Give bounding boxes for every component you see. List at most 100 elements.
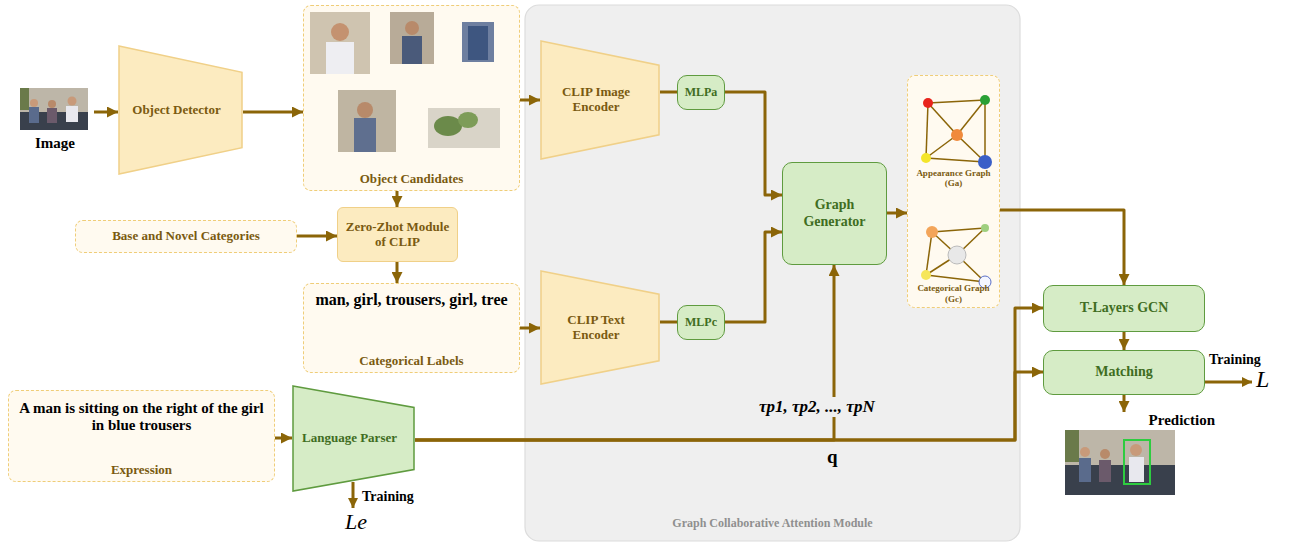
flow-arrow — [243, 111, 303, 114]
illustration-part — [405, 21, 419, 35]
trapezoid-shape — [541, 271, 659, 384]
illustration-part — [390, 12, 434, 64]
node-text: Image — [35, 135, 75, 152]
candidates-box: Object Candidates — [303, 5, 520, 191]
label-holder: τp1, τp2, ..., τpN — [756, 397, 878, 417]
gcn-box: T-Layers GCN — [1043, 285, 1205, 332]
node-text: Graph Collaborative Attention Module — [672, 517, 872, 531]
node-text: CLIP Image Encoder — [548, 85, 644, 115]
module-panel-ground — [525, 5, 1020, 541]
illustration-part — [331, 23, 349, 41]
illustration-part — [30, 99, 38, 107]
node-text: Prediction — [1149, 412, 1215, 429]
illustration-part — [926, 226, 938, 238]
illustration-part — [462, 22, 494, 62]
candidates-ground — [303, 5, 520, 191]
illustration-part — [980, 95, 990, 105]
illustration-part — [921, 270, 931, 280]
node-text: Categorical Labels — [359, 354, 463, 369]
illustration-part — [354, 118, 376, 152]
trapezoid-shape — [293, 386, 414, 491]
illustration-part — [338, 90, 396, 152]
illustration-part — [1065, 430, 1079, 462]
flow-arrow — [520, 99, 540, 102]
node-text: Language Parser — [302, 431, 397, 446]
flow-arrow — [1000, 210, 1124, 285]
loss-symbol: Le — [345, 509, 367, 534]
illustration-part — [357, 102, 373, 118]
appearance-graph — [921, 95, 992, 169]
node-text: Object Detector — [132, 103, 220, 118]
flow-arrow — [660, 321, 677, 324]
illustration-part — [921, 153, 931, 163]
node-text: Expression — [111, 463, 172, 478]
label-holder: q — [827, 446, 838, 468]
illustration-part — [48, 100, 56, 108]
flow-arrow — [887, 212, 907, 215]
illustration-part — [20, 88, 29, 110]
graph-box-ground — [907, 75, 1000, 308]
illustration-part — [468, 26, 488, 60]
illustration-part — [1099, 460, 1111, 482]
flow-arrow — [1123, 395, 1126, 412]
detector-trapezoid: Object Detector — [118, 45, 243, 175]
flow-arrow — [415, 372, 1043, 440]
graph-box: Appearance Graph (Ga) Categorical Graph (… — [907, 75, 1000, 308]
node-text: T-Layers GCN — [1080, 300, 1169, 316]
illustration-part — [984, 100, 986, 162]
illustration-part — [978, 155, 992, 169]
parser-trapezoid: Language Parser — [292, 385, 415, 492]
label-holder: L — [1256, 366, 1269, 394]
illustration-part — [326, 42, 354, 74]
illustration-part — [928, 103, 957, 135]
annotation-label: q — [827, 446, 838, 468]
mlp-box: MLPa — [677, 75, 725, 110]
mlp-box: MLPc — [677, 305, 725, 340]
loss-symbol: L — [1256, 366, 1269, 394]
flow-arrow — [725, 92, 782, 195]
node-text: Base and Novel Categories — [112, 229, 260, 244]
flow-arrow — [297, 235, 337, 238]
input-image: Image — [16, 86, 94, 152]
encoder-trapezoid: CLIP Text Encoder — [540, 270, 660, 385]
flow-arrow — [94, 111, 118, 114]
illustration-part — [68, 97, 77, 106]
node-text: Zero-Zhot Module of CLIP — [344, 220, 451, 250]
candidate-crops — [310, 12, 500, 152]
flow-arrow — [520, 327, 540, 330]
training-arrow — [352, 482, 355, 508]
illustration-part — [981, 224, 989, 232]
node-text: Categorical Graph (Gc) — [910, 283, 997, 304]
illustration-part — [1124, 440, 1150, 484]
labels-box: man, girl, trousers, girl, treeCategoric… — [303, 283, 520, 373]
label-holder: Training — [362, 489, 414, 505]
flow-arrow — [396, 191, 399, 207]
node-text: Appearance Graph (Ga) — [910, 168, 997, 189]
illustration-part — [1129, 457, 1144, 482]
node-text: MLPa — [685, 86, 718, 100]
illustration-part — [20, 88, 88, 130]
generator-box: Graph Generator — [782, 162, 887, 265]
illustration-part — [1065, 430, 1175, 495]
illustration-part — [47, 108, 57, 123]
input-photo — [20, 88, 88, 130]
process-box: Zero-Zhot Module of CLIP — [337, 207, 458, 262]
encoder-trapezoid: CLIP Image Encoder — [540, 40, 660, 160]
categories-box: Base and Novel Categories — [75, 220, 297, 253]
illustration-part — [926, 275, 985, 282]
illustration-part — [932, 228, 985, 232]
illustration-part — [951, 129, 963, 141]
node-text: Matching — [1095, 364, 1153, 380]
prediction-image: Prediction — [1060, 412, 1215, 497]
illustration-part — [428, 108, 500, 148]
annotation-label: Training — [1209, 352, 1261, 368]
annotation-label: τp1, τp2, ..., τpN — [756, 397, 878, 417]
trapezoid-shape — [119, 46, 242, 174]
illustration-part — [1079, 458, 1091, 482]
illustration-part — [928, 100, 985, 103]
illustration-part — [1080, 447, 1090, 457]
prediction-photo — [1065, 430, 1175, 495]
illustration-part — [434, 116, 462, 136]
